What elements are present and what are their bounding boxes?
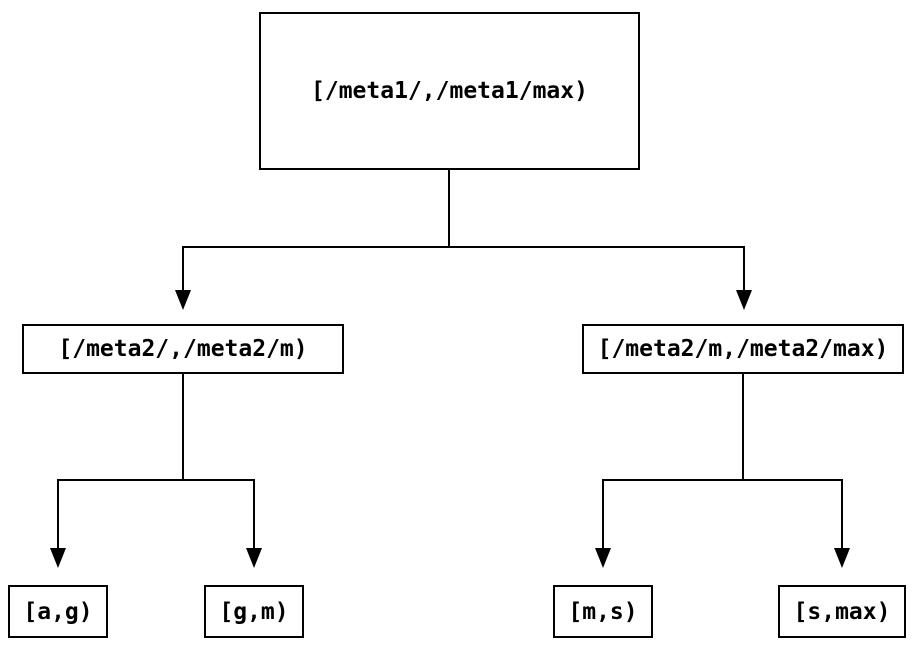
edge-to-meta2-high-line <box>743 246 745 290</box>
node-leaf-g-m: [g,m) <box>204 585 304 638</box>
root-trunk-line <box>448 170 450 248</box>
level2-right-branch-bar-line <box>602 479 843 481</box>
meta2-high-trunk-line <box>742 374 744 481</box>
meta2-low-trunk-line <box>182 374 184 481</box>
arrow-down-icon <box>50 548 66 568</box>
node-meta2-high-label: [/meta2/m,/meta2/max) <box>597 336 889 362</box>
arrow-down-icon <box>246 548 262 568</box>
level1-branch-bar-line <box>182 246 745 248</box>
arrow-down-icon <box>834 548 850 568</box>
arrow-down-icon <box>595 548 611 568</box>
node-meta2-low-label: [/meta2/,/meta2/m) <box>58 336 308 362</box>
node-leaf-g-m-label: [g,m) <box>219 598 289 625</box>
node-leaf-a-g: [a,g) <box>8 585 108 638</box>
edge-to-leaf-a-g-line <box>57 479 59 548</box>
level2-left-branch-bar-line <box>57 479 255 481</box>
node-leaf-m-s: [m,s) <box>553 585 653 638</box>
node-meta2-high-interval: [/meta2/m,/meta2/max) <box>582 324 904 374</box>
node-root-interval: [/meta1/,/meta1/max) <box>259 12 640 170</box>
node-leaf-m-s-label: [m,s) <box>568 598 638 625</box>
node-root-label: [/meta1/,/meta1/max) <box>311 78 588 104</box>
node-leaf-s-max-label: [s,max) <box>793 598 891 625</box>
edge-to-leaf-m-s-line <box>602 479 604 548</box>
arrow-down-icon <box>736 290 752 310</box>
edge-to-leaf-s-max-line <box>841 479 843 548</box>
arrow-down-icon <box>175 290 191 310</box>
node-meta2-low-interval: [/meta2/,/meta2/m) <box>22 324 344 374</box>
node-leaf-a-g-label: [a,g) <box>23 598 93 625</box>
node-leaf-s-max: [s,max) <box>778 585 906 638</box>
edge-to-meta2-low-line <box>182 246 184 290</box>
edge-to-leaf-g-m-line <box>253 479 255 548</box>
